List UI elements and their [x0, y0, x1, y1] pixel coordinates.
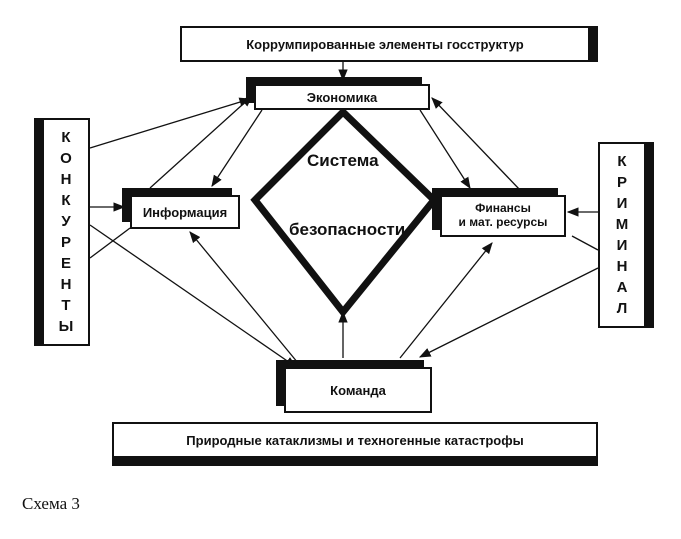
- side_right-letter: А: [616, 279, 628, 296]
- arrow-economy-info: [211, 109, 263, 187]
- arrow-team-info: [189, 231, 299, 364]
- side_left-letter: Н: [60, 276, 72, 293]
- system-label: Система: [307, 151, 379, 170]
- finance-label-line2: и мат. ресурсы: [458, 215, 548, 229]
- finance-box: Финансы и мат. ресурсы: [440, 195, 566, 237]
- side_right-letter: И: [616, 195, 628, 212]
- side_right-letter: И: [616, 237, 628, 254]
- side_left-letter: Т: [61, 297, 71, 314]
- economy-box: Экономика: [254, 84, 430, 110]
- side_left-letter: Ы: [58, 318, 74, 335]
- line-competitors-info-low: [89, 227, 131, 259]
- side_left-letter: К: [61, 192, 71, 209]
- line-criminal-finance-low: [571, 235, 599, 251]
- team-box: Команда: [284, 367, 432, 413]
- arrow-competitors-economy: [89, 97, 252, 149]
- side_right-letter: К: [617, 153, 627, 170]
- arrow-criminal-team: [418, 267, 599, 358]
- side_left-letter: Н: [60, 171, 72, 188]
- information-box: Информация: [130, 195, 240, 229]
- finance-label-line1: Финансы: [475, 201, 531, 216]
- corrupt-officials-box: Коррумпированные элементы госструктур: [180, 26, 590, 62]
- security-diamond: [250, 107, 439, 318]
- natural-disasters-box: Природные катаклизмы и техногенные катас…: [112, 422, 598, 458]
- arrow-economy-finance: [419, 109, 471, 189]
- side_left-letter: У: [61, 213, 71, 230]
- arrow-team-finance: [399, 242, 493, 359]
- side_right-letter: Л: [616, 300, 628, 317]
- arrow-finance-economy: [431, 97, 521, 191]
- side_left-letter: К: [61, 129, 71, 146]
- arrow-info-economy: [149, 95, 253, 189]
- side_right-letter: Р: [616, 174, 627, 191]
- side_left-letter: Р: [60, 234, 71, 251]
- arrow-competitors-team: [89, 224, 297, 368]
- figure-caption: Схема 3: [22, 494, 80, 513]
- side_right-letter: Н: [616, 258, 628, 275]
- side_left-letter: О: [60, 150, 72, 167]
- side_left-letter: Е: [60, 255, 71, 272]
- security-label: безопасности: [289, 220, 406, 239]
- side_right-letter: М: [615, 216, 629, 233]
